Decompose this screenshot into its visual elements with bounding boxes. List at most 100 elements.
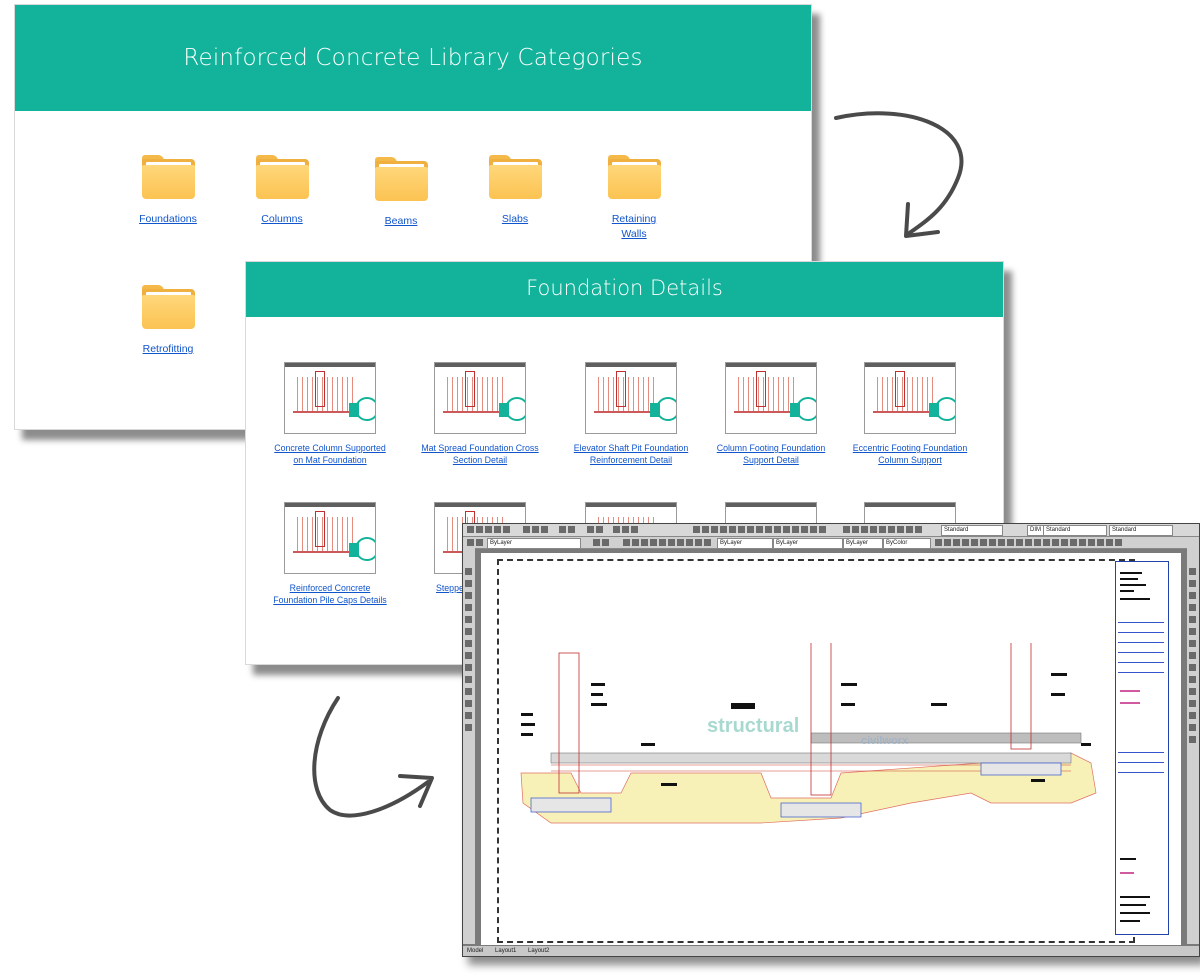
folder-item-foundations[interactable]: Foundations [113, 155, 223, 227]
fillet-icon[interactable] [1189, 724, 1196, 731]
detail-link[interactable]: Concrete Column Supported on Mat Foundat… [274, 443, 386, 465]
folder-item-retrofitting[interactable]: Retrofitting [113, 285, 223, 357]
folder-link-foundations[interactable]: Foundations [139, 213, 197, 225]
redo-icon[interactable] [568, 526, 575, 533]
layer-icon[interactable] [659, 539, 666, 546]
draw-icon[interactable] [1097, 539, 1104, 546]
detail-item[interactable]: Reinforced Concrete Foundation Pile Caps… [269, 502, 391, 606]
print-icon[interactable] [494, 526, 501, 533]
detail-item[interactable]: Mat Spread Foundation Cross Section Deta… [419, 362, 541, 466]
rotate-icon[interactable] [1189, 640, 1196, 647]
mirror-icon[interactable] [1189, 592, 1196, 599]
spline-icon[interactable] [465, 640, 472, 647]
text-style-icon[interactable] [843, 526, 850, 533]
draw-icon[interactable] [1088, 539, 1095, 546]
folder-link-retrofitting[interactable]: Retrofitting [142, 343, 194, 355]
save-icon[interactable] [485, 526, 492, 533]
text-style-icon[interactable] [888, 526, 895, 533]
layer-icon[interactable] [650, 539, 657, 546]
detail-thumbnail[interactable] [585, 362, 677, 434]
folder-link-columns[interactable]: Columns [261, 213, 303, 225]
layer-icon[interactable] [641, 539, 648, 546]
design-center-icon[interactable] [622, 526, 629, 533]
tab-model[interactable]: Model [467, 948, 484, 954]
draw-icon[interactable] [1043, 539, 1050, 546]
folder-item-columns[interactable]: Columns [227, 155, 337, 227]
text-style-icon[interactable] [870, 526, 877, 533]
stretch-icon[interactable] [1189, 664, 1196, 671]
folder-link-slabs[interactable]: Slabs [501, 213, 529, 225]
folder-item-retaining-walls[interactable]: Retaining Walls [579, 155, 689, 242]
layer-icon[interactable] [668, 539, 675, 546]
draw-icon[interactable] [1007, 539, 1014, 546]
detail-thumbnail[interactable] [284, 502, 376, 574]
dimension-icon[interactable] [783, 526, 790, 533]
folder-item-beams[interactable]: Beams [346, 157, 456, 229]
paste-icon[interactable] [541, 526, 548, 533]
hatch-icon[interactable] [465, 688, 472, 695]
folder-icon[interactable] [255, 155, 309, 199]
draw-icon[interactable] [1061, 539, 1068, 546]
text-style-icon[interactable] [852, 526, 859, 533]
dimension-icon[interactable] [756, 526, 763, 533]
detail-item[interactable]: Elevator Shaft Pit Foundation Reinforcem… [570, 362, 692, 466]
draw-icon[interactable] [1025, 539, 1032, 546]
folder-link-retaining-walls[interactable]: Retaining Walls [611, 213, 657, 240]
tab-layout2[interactable]: Layout2 [528, 948, 550, 954]
dimension-icon[interactable] [819, 526, 826, 533]
zoom-icon[interactable] [596, 526, 603, 533]
detail-link[interactable]: Eccentric Footing Foundation Column Supp… [852, 443, 968, 465]
folder-icon[interactable] [488, 155, 542, 199]
ellipse-icon[interactable] [465, 652, 472, 659]
detail-thumbnail[interactable] [434, 362, 526, 434]
region-icon[interactable] [465, 700, 472, 707]
folder-link-beams[interactable]: Beams [384, 215, 418, 227]
new-icon[interactable] [467, 526, 474, 533]
break-icon[interactable] [1189, 700, 1196, 707]
dimension-icon[interactable] [729, 526, 736, 533]
folder-icon[interactable] [374, 157, 428, 201]
cad-drawing-canvas[interactable]: structural civilworx [481, 553, 1181, 945]
mtext-icon[interactable] [465, 724, 472, 731]
polygon-icon[interactable] [465, 592, 472, 599]
move-icon[interactable] [1189, 628, 1196, 635]
detail-link[interactable]: Reinforced Concrete Foundation Pile Caps… [273, 583, 387, 605]
dimension-icon[interactable] [702, 526, 709, 533]
folder-item-slabs[interactable]: Slabs [460, 155, 570, 227]
color-select[interactable]: ByLayer [717, 538, 773, 549]
explode-icon[interactable] [1189, 736, 1196, 743]
draw-icon[interactable] [935, 539, 942, 546]
dimension-icon[interactable] [720, 526, 727, 533]
detail-item[interactable]: Column Footing Foundation Support Detail [710, 362, 832, 466]
draw-icon[interactable] [1016, 539, 1023, 546]
dimension-icon[interactable] [792, 526, 799, 533]
draw-icon[interactable] [1052, 539, 1059, 546]
layer-select[interactable]: ByLayer [487, 538, 581, 549]
extend-icon[interactable] [1189, 688, 1196, 695]
layer-icon[interactable] [704, 539, 711, 546]
pan-icon[interactable] [587, 526, 594, 533]
layer-icon[interactable] [677, 539, 684, 546]
draw-icon[interactable] [1106, 539, 1113, 546]
layer-manager-icon[interactable] [467, 539, 474, 546]
rectangle-icon[interactable] [465, 604, 472, 611]
text-style-icon[interactable] [915, 526, 922, 533]
text-style-icon[interactable] [906, 526, 913, 533]
make-current-icon[interactable] [593, 539, 600, 546]
detail-thumbnail[interactable] [284, 362, 376, 434]
table-icon[interactable] [465, 712, 472, 719]
copy-object-icon[interactable] [1189, 580, 1196, 587]
dimension-icon[interactable] [774, 526, 781, 533]
block-icon[interactable] [465, 664, 472, 671]
dimension-icon[interactable] [765, 526, 772, 533]
dimension-icon[interactable] [693, 526, 700, 533]
linetype-select[interactable]: ByLayer [773, 538, 843, 549]
draw-icon[interactable] [989, 539, 996, 546]
layer-state-icon[interactable] [476, 539, 483, 546]
draw-icon[interactable] [953, 539, 960, 546]
detail-item[interactable]: Eccentric Footing Foundation Column Supp… [849, 362, 971, 466]
dimension-icon[interactable] [747, 526, 754, 533]
folder-icon[interactable] [141, 285, 195, 329]
detail-item[interactable]: Concrete Column Supported on Mat Foundat… [269, 362, 391, 466]
dimension-icon[interactable] [738, 526, 745, 533]
